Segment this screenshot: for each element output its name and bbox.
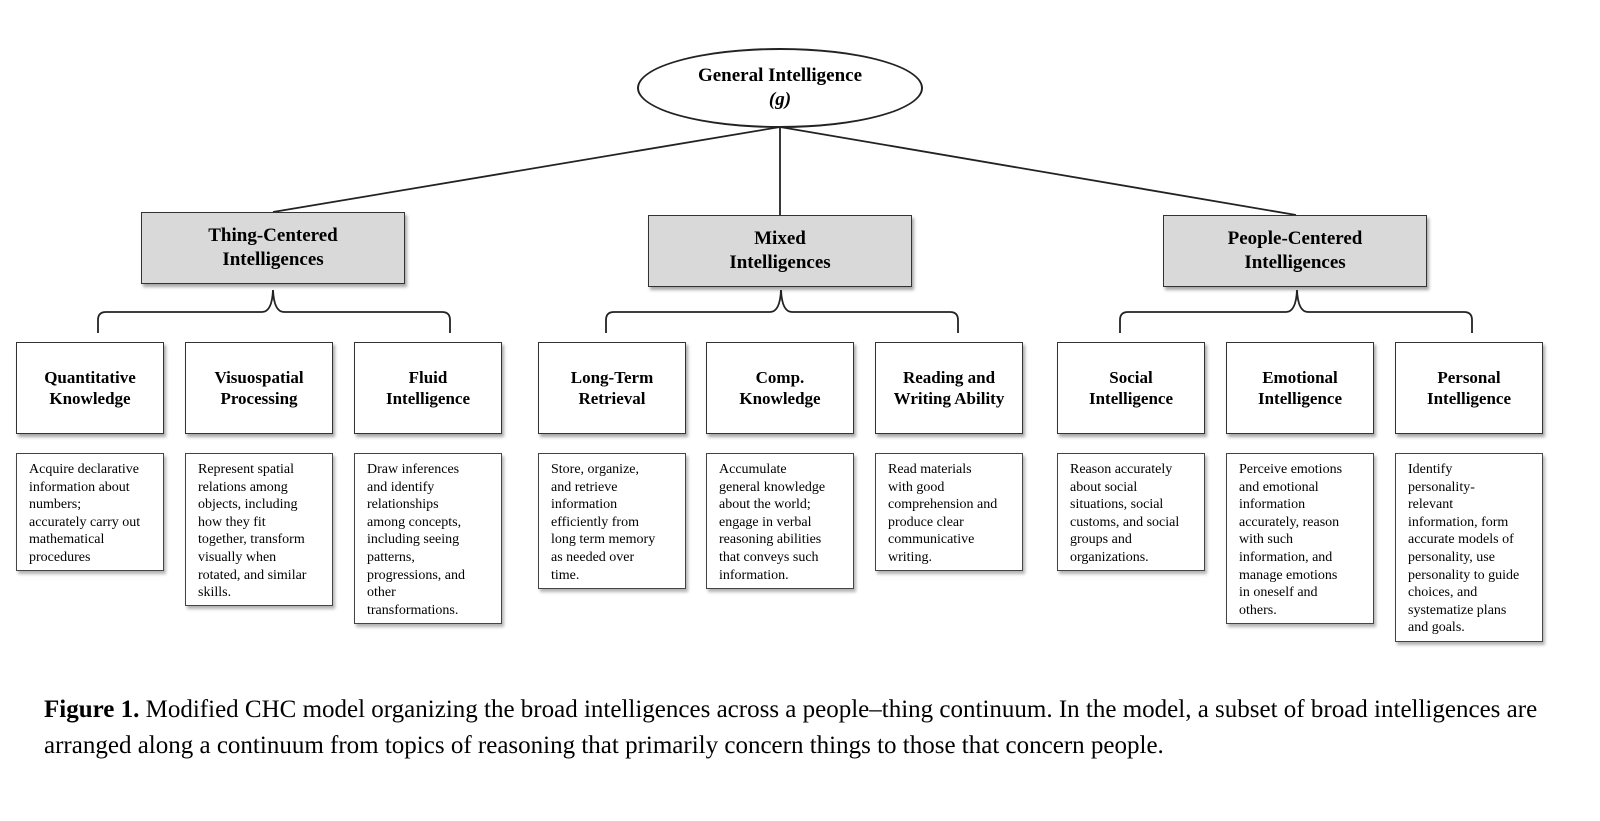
desc-personal-intelligence: Identify personality- relevant informati…: [1395, 453, 1543, 642]
chc-model-diagram: General Intelligence (g) Thing-Centered …: [16, 48, 1543, 642]
node-personal-intelligence: Personal Intelligence: [1395, 342, 1543, 434]
group-people-centered: People-Centered Intelligences: [1163, 215, 1427, 287]
node-emotional-intelligence: Emotional Intelligence: [1226, 342, 1374, 434]
desc-quantitative-knowledge: Acquire declarative information about nu…: [16, 453, 164, 571]
node-social-intelligence: Social Intelligence: [1057, 342, 1205, 434]
bracket-people: [1119, 289, 1473, 333]
node-comp-knowledge: Comp. Knowledge: [706, 342, 854, 434]
root-connector: [272, 126, 1297, 216]
root-label: General Intelligence: [697, 65, 863, 86]
bracket-thing: [97, 289, 451, 333]
caption-text: Modified CHC model organizing the broad …: [44, 696, 1538, 759]
desc-comp-knowledge: Accumulate general knowledge about the w…: [706, 453, 854, 589]
bracket-mixed: [605, 289, 959, 333]
node-visuospatial-processing: Visuospatial Processing: [185, 342, 333, 434]
desc-reading-writing-ability: Read materials with good comprehension a…: [875, 453, 1023, 571]
connector-lines: [97, 126, 1473, 333]
group-mixed: Mixed Intelligences: [648, 215, 912, 287]
desc-social-intelligence: Reason accurately about social situation…: [1057, 453, 1205, 571]
desc-long-term-retrieval: Store, organize, and retrieve informatio…: [538, 453, 686, 589]
node-long-term-retrieval: Long-Term Retrieval: [538, 342, 686, 434]
node-fluid-intelligence: Fluid Intelligence: [354, 342, 502, 434]
group-thing-centered: Thing-Centered Intelligences: [141, 212, 405, 284]
node-reading-writing-ability: Reading and Writing Ability: [875, 342, 1023, 434]
general-intelligence-node: General Intelligence (g): [637, 48, 923, 128]
desc-visuospatial-processing: Represent spatial relations among object…: [185, 453, 333, 606]
node-quantitative-knowledge: Quantitative Knowledge: [16, 342, 164, 434]
desc-fluid-intelligence: Draw inferences and identify relationshi…: [354, 453, 502, 624]
desc-emotional-intelligence: Perceive emotions and emotional informat…: [1226, 453, 1374, 624]
root-symbol: (g): [768, 89, 792, 110]
caption-label: Figure 1.: [44, 696, 140, 723]
figure-caption: Figure 1. Modified CHC model organizing …: [44, 692, 1564, 764]
